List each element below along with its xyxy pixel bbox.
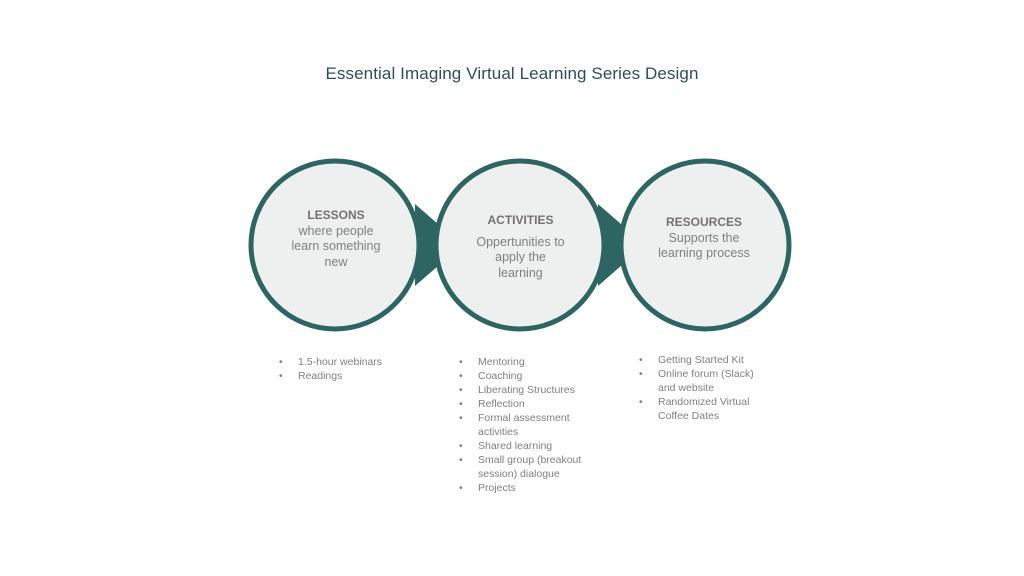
activities-heading: ACTIVITIES	[487, 213, 554, 227]
resources-heading: RESOURCES	[665, 215, 742, 229]
resources-bullet-list: Getting Started Kit Online forum (Slack)…	[639, 353, 769, 423]
list-item: Coaching	[459, 369, 584, 383]
list-item: Small group (breakout session) dialogue	[459, 453, 584, 481]
activities-bullet-list: Mentoring Coaching Liberating Structures…	[459, 355, 584, 495]
resources-circle	[618, 158, 792, 332]
list-item: 1.5-hour webinars	[279, 355, 429, 369]
lessons-bullet-list: 1.5-hour webinars Readings	[279, 355, 429, 383]
lessons-description: where people learn something new	[291, 223, 381, 269]
list-item: Readings	[279, 369, 429, 383]
resources-description: Supports the learning process	[658, 230, 750, 261]
activities-shape	[433, 158, 645, 332]
list-item: Mentoring	[459, 355, 584, 369]
list-item: Reflection	[459, 397, 584, 411]
resources-shape	[618, 158, 792, 332]
lessons-circle	[248, 158, 422, 332]
lessons-heading: LESSONS	[307, 208, 365, 222]
resources-circle-text: RESOURCES Supports the learning process	[658, 215, 750, 262]
list-item: Formal assessment activities	[459, 411, 584, 439]
activities-circle	[433, 158, 607, 332]
diagram-title: Essential Imaging Virtual Learning Serie…	[325, 64, 699, 83]
list-item: Getting Started Kit	[639, 353, 769, 367]
lessons-shape	[248, 158, 462, 332]
list-item: Shared learning	[459, 439, 584, 453]
lessons-circle-text: LESSONS where people learn something new	[288, 208, 384, 270]
activities-description: Oppertunities to apply the learning	[476, 234, 565, 280]
list-item: Liberating Structures	[459, 383, 584, 397]
list-item: Projects	[459, 481, 584, 495]
list-item: Randomized Virtual Coffee Dates	[639, 395, 769, 423]
list-item: Online forum (Slack) and website	[639, 367, 769, 395]
activities-circle-text: ACTIVITIES Oppertunities to apply the le…	[473, 213, 568, 281]
